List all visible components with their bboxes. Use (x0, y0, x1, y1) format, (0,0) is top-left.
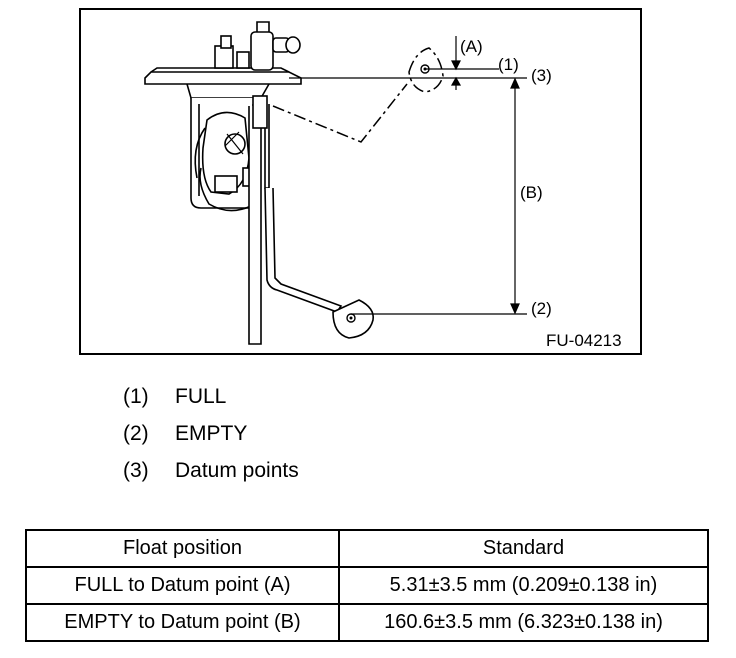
legend-text: FULL (175, 385, 227, 408)
spec-table: Float position Standard FULL to Datum po… (25, 529, 709, 642)
float-full (272, 47, 444, 143)
fuel-pump-assembly (144, 21, 343, 345)
header-standard: Standard (338, 529, 709, 568)
fuel-sender-diagram: (A) (1) (3) (B) (2) FU-04213 (79, 8, 642, 355)
legend-item-full: (1) FULL (123, 380, 523, 417)
diagram-svg: (A) (1) (3) (B) (2) FU-04213 (79, 8, 642, 355)
figure-id: FU-04213 (546, 331, 622, 350)
legend-number: (1) (123, 385, 149, 408)
legend-text: EMPTY (175, 422, 248, 445)
callout-datum: (3) (531, 66, 552, 85)
table-cell: 160.6±3.5 mm (6.323±0.138 in) (338, 603, 709, 642)
float-empty (332, 299, 375, 339)
callout-b: (B) (520, 183, 543, 202)
legend-text: Datum points (175, 459, 299, 482)
callout-full: (1) (498, 55, 519, 74)
callout-empty: (2) (531, 299, 552, 318)
table-cell: FULL to Datum point (A) (25, 566, 340, 605)
callout-a: (A) (460, 37, 483, 56)
legend: (1) FULL (2) EMPTY (3) Datum points (123, 380, 523, 491)
header-float-position: Float position (25, 529, 340, 568)
table-row: FULL to Datum point (A) 5.31±3.5 mm (0.2… (25, 566, 709, 605)
legend-number: (2) (123, 422, 149, 445)
table-cell: 5.31±3.5 mm (0.209±0.138 in) (338, 566, 709, 605)
legend-item-datum: (3) Datum points (123, 454, 523, 491)
legend-number: (3) (123, 459, 149, 482)
table-cell: EMPTY to Datum point (B) (25, 603, 340, 642)
table-header-row: Float position Standard (25, 529, 709, 568)
legend-item-empty: (2) EMPTY (123, 417, 523, 454)
figure-frame (79, 8, 642, 355)
dimension-lines (289, 36, 527, 315)
table-row: EMPTY to Datum point (B) 160.6±3.5 mm (6… (25, 603, 709, 642)
